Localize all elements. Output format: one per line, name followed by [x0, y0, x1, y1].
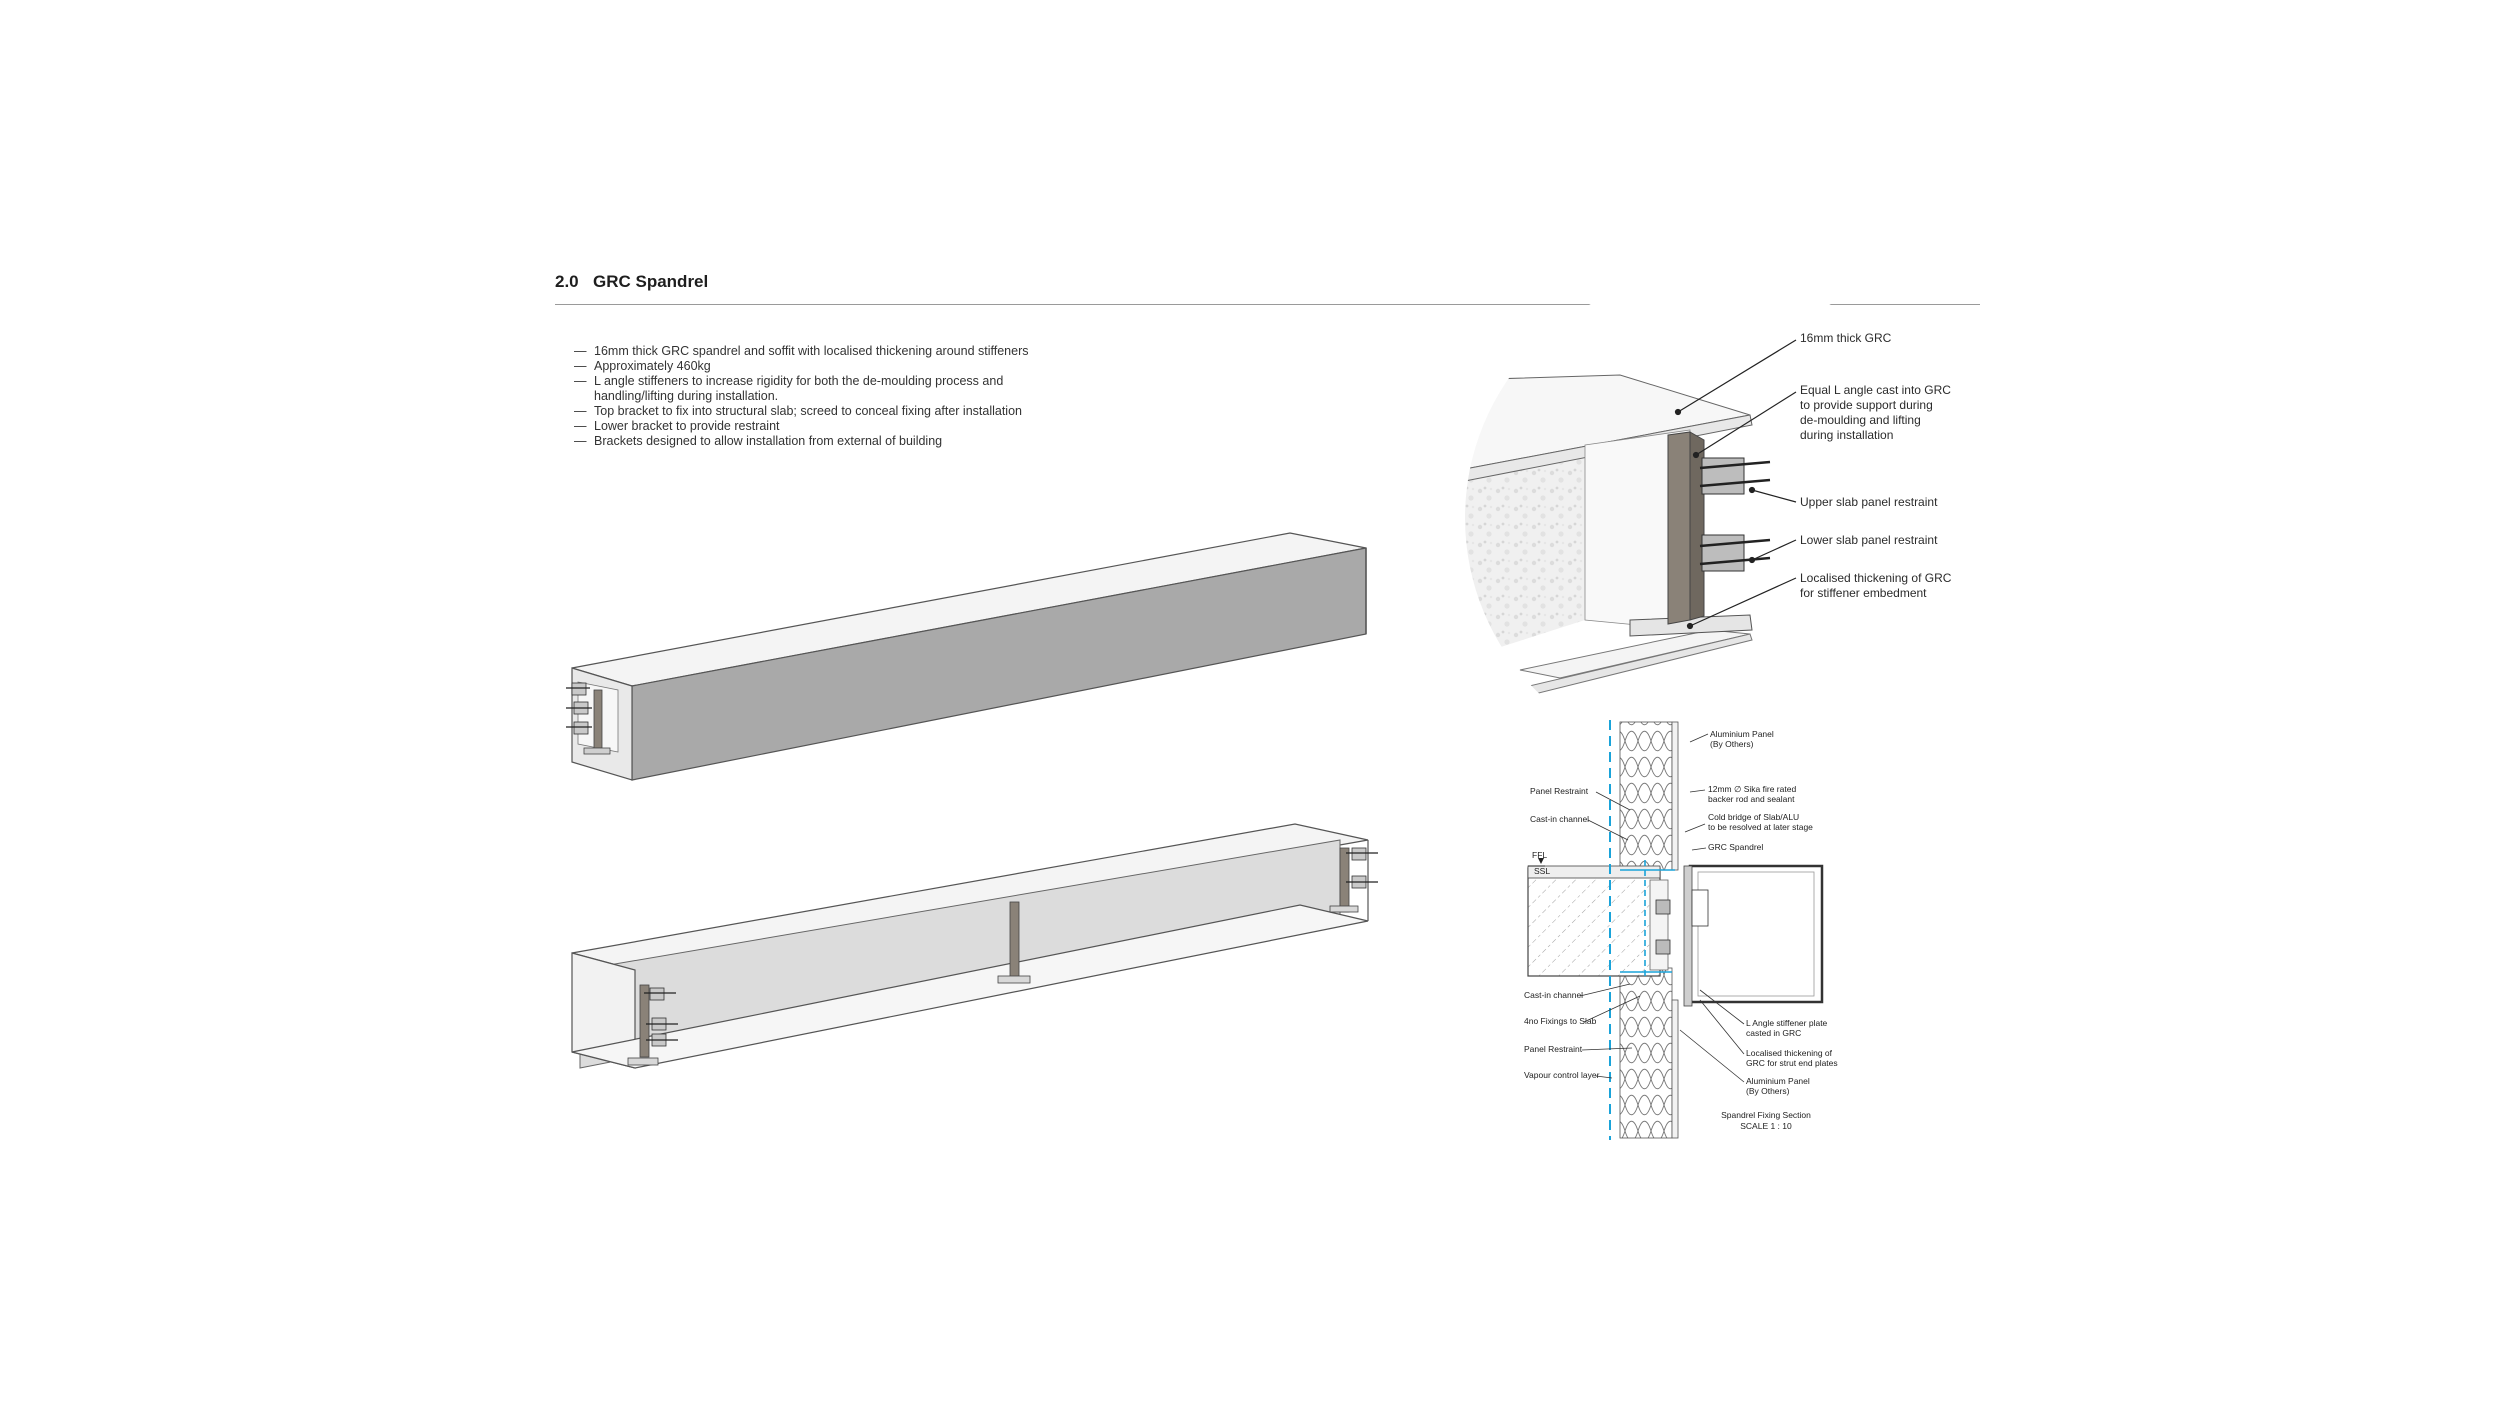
- header-rule: [555, 304, 1980, 305]
- bracket-end-closed: [566, 682, 611, 755]
- label-aluminium-panel-bottom-1: Aluminium Panel: [1746, 1076, 1810, 1086]
- label-localised-1: Localised thickening of: [1746, 1048, 1833, 1058]
- bracket-end-near: [627, 984, 678, 1066]
- section-leader-lines: [1579, 733, 1745, 1083]
- bullet-item: Approximately 460kg: [574, 359, 1034, 374]
- label-grc-spandrel: GRC Spandrel: [1708, 842, 1763, 852]
- label-panel-restraint-bottom: Panel Restraint: [1524, 1044, 1583, 1054]
- label-aluminium-panel-top-1: Aluminium Panel: [1710, 729, 1774, 739]
- label-cast-in-channel-bottom: Cast-in channel: [1524, 990, 1583, 1000]
- bullet-list: 16mm thick GRC spandrel and soffit with …: [574, 344, 1034, 449]
- detail-leader-lines: [1674, 339, 1797, 630]
- section-header: 2.0 GRC Spandrel: [555, 272, 1980, 305]
- label-l-angle-line4: during installation: [1800, 428, 1893, 442]
- section-caption: Spandrel Fixing Section: [1721, 1110, 1811, 1120]
- section-labels: Aluminium Panel (By Others) Panel Restra…: [1524, 729, 1838, 1131]
- spandrel-isometric-open: [571, 823, 1378, 1069]
- bullet-item: 16mm thick GRC spandrel and soffit with …: [574, 344, 1034, 359]
- label-grc-thickness: 16mm thick GRC: [1800, 331, 1892, 345]
- section-number: 2.0: [555, 272, 579, 291]
- label-upper-restraint: Upper slab panel restraint: [1800, 495, 1938, 509]
- label-fixings: 4no Fixings to Slab: [1524, 1016, 1597, 1026]
- label-sealant-2: backer rod and sealant: [1708, 794, 1795, 804]
- bullet-item: L angle stiffeners to increase rigidity …: [574, 374, 1034, 404]
- label-thickening-line2: for stiffener embedment: [1800, 586, 1927, 600]
- label-aluminium-panel-top-2: (By Others): [1710, 739, 1754, 749]
- label-sealant-1: 12mm ∅ Sika fire rated: [1708, 784, 1796, 794]
- bullet-item: Lower bracket to provide restraint: [574, 419, 1034, 434]
- label-panel-restraint-top: Panel Restraint: [1530, 786, 1589, 796]
- label-vapour-control: Vapour control layer: [1524, 1070, 1600, 1080]
- label-l-angle-line2: to provide support during: [1800, 398, 1933, 412]
- bullet-item: Top bracket to fix into structural slab;…: [574, 404, 1034, 419]
- label-l-angle-plate-2: casted in GRC: [1746, 1028, 1801, 1038]
- detail-labels: 16mm thick GRC Equal L angle cast into G…: [1800, 331, 1952, 600]
- spandrel-isometric-closed: [566, 532, 1367, 781]
- label-thickening-line1: Localised thickening of GRC: [1800, 571, 1952, 585]
- label-l-angle-plate-1: L Angle stiffener plate: [1746, 1018, 1828, 1028]
- label-l-angle-line3: de-moulding and lifting: [1800, 413, 1921, 427]
- section-name: GRC Spandrel: [593, 272, 709, 291]
- label-cold-bridge-1: Cold bridge of Slab/ALU: [1708, 812, 1799, 822]
- bullet-item: Brackets designed to allow installation …: [574, 434, 1034, 449]
- section-scale: SCALE 1 : 10: [1740, 1121, 1792, 1131]
- stiffener-detail-view: [1465, 273, 1955, 763]
- label-ssl: SSL: [1534, 866, 1550, 876]
- section-title: 2.0 GRC Spandrel: [555, 272, 1980, 292]
- mid-stiffener: [997, 901, 1031, 984]
- label-l-angle-line1: Equal L angle cast into GRC: [1800, 383, 1951, 397]
- label-cold-bridge-2: to be resolved at later stage: [1708, 822, 1813, 832]
- label-lower-restraint: Lower slab panel restraint: [1800, 533, 1938, 547]
- label-cast-in-channel-top: Cast-in channel: [1530, 814, 1589, 824]
- label-ffl: FFL: [1532, 850, 1547, 860]
- bracket-end-far: [1329, 847, 1378, 913]
- spandrel-fixing-section: [1527, 720, 1824, 1140]
- label-localised-2: GRC for strut end plates: [1746, 1058, 1838, 1068]
- label-aluminium-panel-bottom-2: (By Others): [1746, 1086, 1790, 1096]
